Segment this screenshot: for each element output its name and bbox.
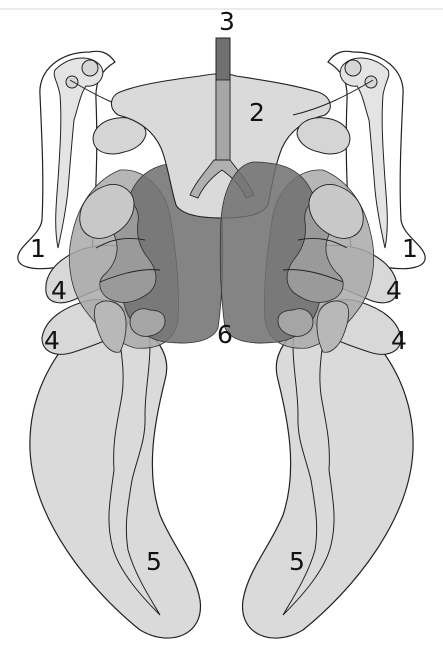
label-5-right: 5: [289, 547, 305, 576]
label-4-right-upper: 4: [386, 276, 402, 305]
label-1-left: 1: [30, 234, 46, 263]
right-coil-node: [345, 60, 361, 76]
right-upper-lobe: [297, 118, 350, 154]
label-3: 3: [219, 7, 235, 36]
label-2: 2: [249, 98, 265, 127]
label-1-right: 1: [402, 234, 418, 263]
central-duct-3-light: [216, 80, 230, 168]
left-coil-node: [66, 76, 78, 88]
label-5-left: 5: [146, 547, 162, 576]
left-coil-node: [82, 60, 98, 76]
label-4-right-lower: 4: [391, 326, 407, 355]
right-coil-node: [365, 76, 377, 88]
label-4-left-upper: 4: [51, 276, 67, 305]
label-6: 6: [217, 320, 233, 349]
label-4-left-lower: 4: [44, 326, 60, 355]
